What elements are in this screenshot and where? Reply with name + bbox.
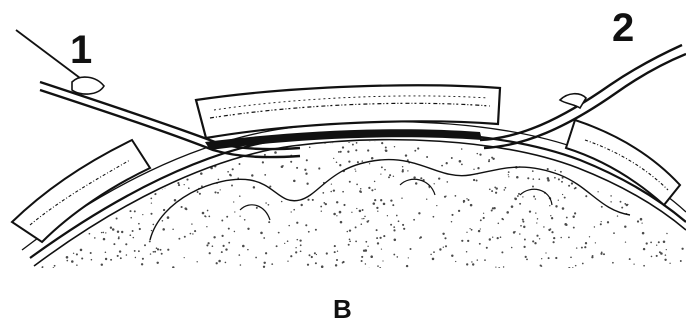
catheter-2-tip (560, 94, 586, 108)
label-one: 1 (70, 30, 92, 70)
catheter-1-tip (72, 77, 104, 94)
central-bone-flap (196, 85, 500, 138)
label-two: 2 (612, 8, 634, 48)
panel-label: B (333, 296, 352, 322)
